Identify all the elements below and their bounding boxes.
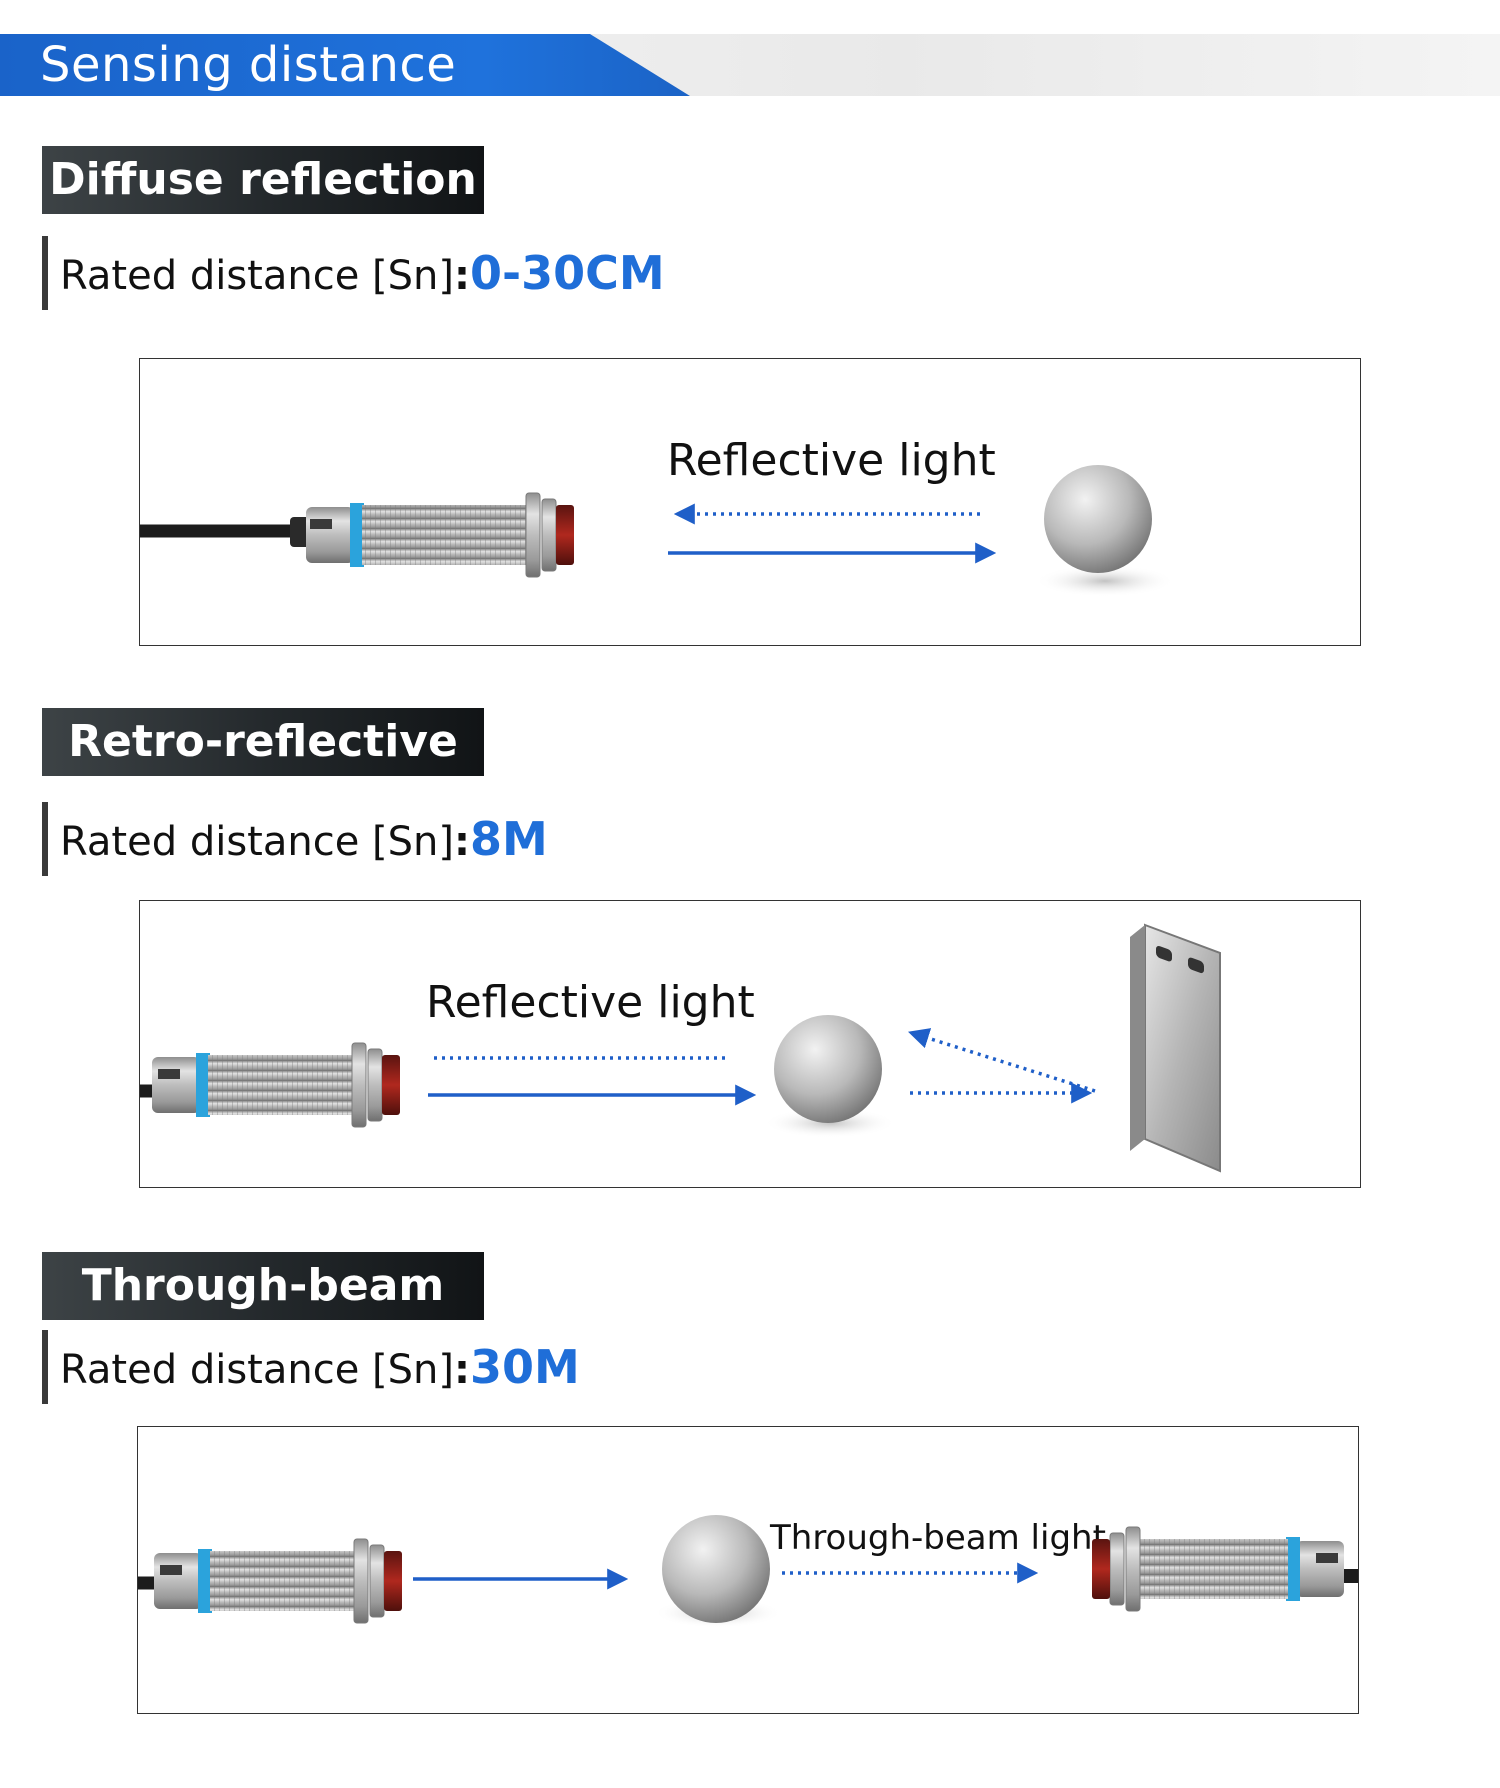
rated-distance-through: Rated distance [Sn]:30M: [42, 1330, 580, 1404]
section-label-retro: Retro-reflective: [42, 708, 484, 776]
section-label-through: Through-beam: [42, 1252, 484, 1320]
ball-shadow: [764, 1108, 896, 1138]
rated-distance-colon: :: [453, 819, 470, 865]
sensor-receiver-icon: [1092, 1526, 1358, 1612]
target-ball-icon: [774, 1015, 882, 1123]
sensor-emitter-icon: [152, 1042, 400, 1128]
rated-distance-text: Rated distance [Sn]: [60, 253, 454, 299]
page-title: Sensing distance: [40, 37, 457, 93]
through-diagram: Through-beam light: [138, 1515, 1358, 1628]
rated-distance-colon: :: [453, 253, 470, 299]
rated-distance-value: 0-30CM: [469, 246, 665, 300]
rated-distance-diffuse: Rated distance [Sn]:0-30CM: [42, 236, 665, 310]
section-label-diffuse: Diffuse reflection: [42, 146, 484, 214]
target-ball-icon: [1044, 465, 1152, 573]
diagram-panel-retro: Reflective light: [139, 900, 1361, 1188]
rated-distance-text: Rated distance [Sn]: [60, 819, 454, 865]
rated-distance-value: 30M: [469, 1340, 580, 1394]
diagram-panel-through: Through-beam light: [137, 1426, 1359, 1714]
rated-distance-value: 8M: [469, 812, 548, 866]
diagram-label-reflective: Reflective light: [426, 977, 755, 1028]
reflector-icon: [1130, 923, 1221, 1173]
diagram-label-through-beam: Through-beam light: [769, 1518, 1106, 1558]
reflected-arrow-dotted: [907, 1028, 1096, 1093]
rated-distance-colon: :: [453, 1347, 470, 1393]
sensor-emitter-icon: [290, 492, 574, 578]
diagram-panel-diffuse: Reflective light: [139, 358, 1361, 646]
retro-diagram: Reflective light: [140, 923, 1221, 1173]
ball-shadow: [1035, 565, 1175, 597]
diffuse-diagram: Reflective light: [140, 435, 1175, 597]
diagram-label-reflective: Reflective light: [667, 435, 996, 486]
sensor-emitter-icon: [154, 1538, 402, 1624]
target-ball-icon: [662, 1515, 770, 1623]
rated-distance-retro: Rated distance [Sn]:8M: [42, 802, 548, 876]
header-blue-banner: [0, 34, 690, 96]
rated-distance-text: Rated distance [Sn]: [60, 1347, 454, 1393]
